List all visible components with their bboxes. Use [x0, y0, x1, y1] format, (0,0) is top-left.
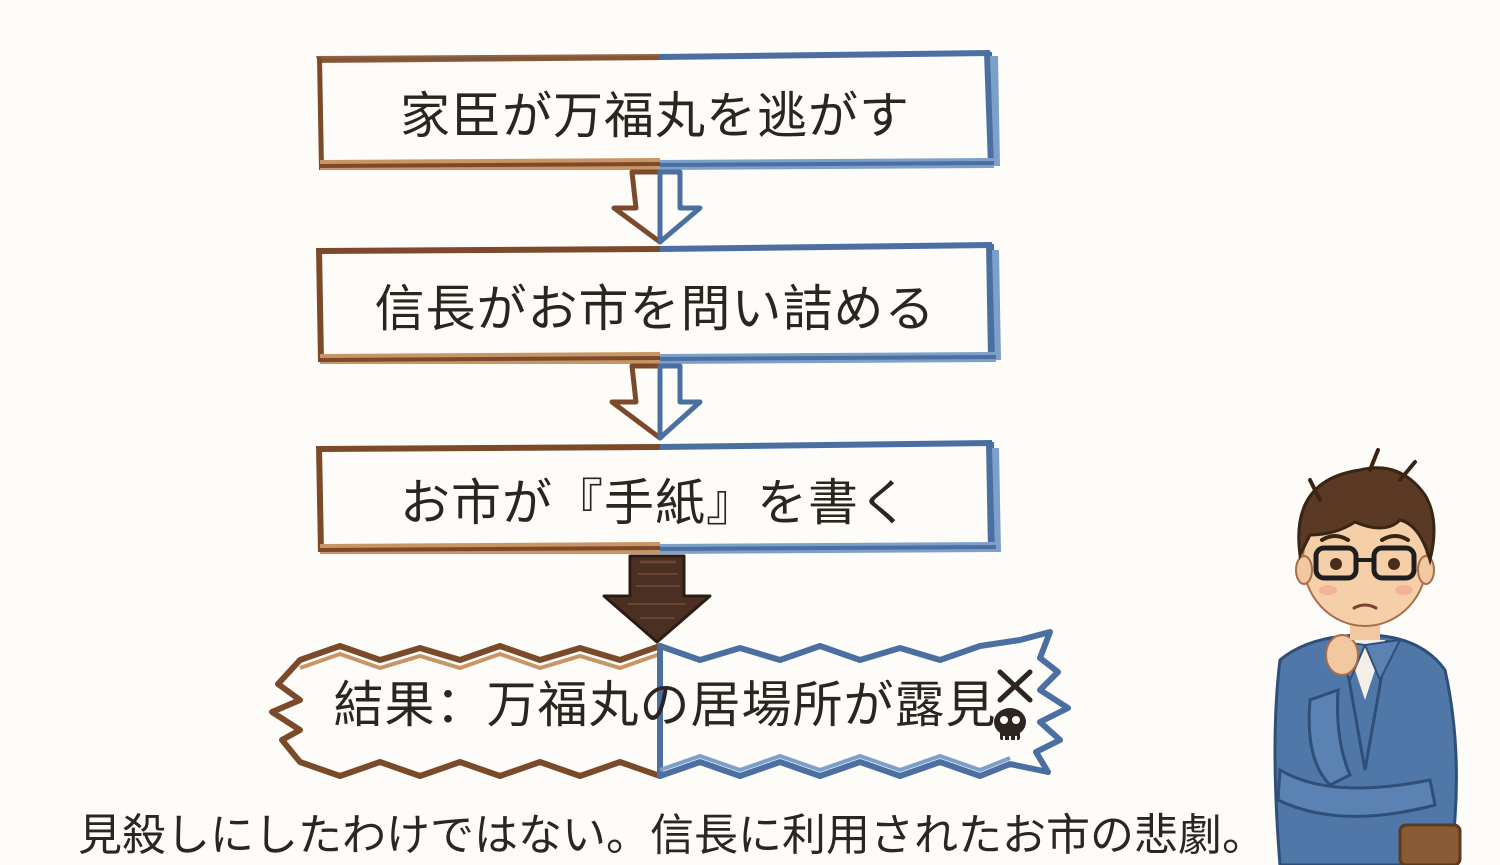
- result-burst: [269, 629, 1071, 779]
- skull-icon: [994, 708, 1026, 740]
- step-box-3: [316, 440, 1001, 554]
- step-1-label: 家臣が万福丸を逃がす: [400, 87, 910, 145]
- arrow-3-dark: [602, 554, 712, 644]
- arrow-2: [609, 363, 703, 441]
- arrow-1: [611, 169, 703, 245]
- result-label: 結果：万福丸の居場所が露見: [333, 676, 997, 734]
- thinking-character-illustration: [1273, 448, 1462, 865]
- caption-text: 見殺しにしたわけではない。信長に利用されたお市の悲劇。: [78, 810, 1266, 861]
- cross-mark-icon: [997, 669, 1033, 703]
- step-box-1: [316, 50, 1000, 170]
- step-3-label: お市が『手紙』を書く: [400, 474, 910, 532]
- step-2-label: 信長がお市を問い詰める: [374, 280, 936, 338]
- step-box-2: [316, 242, 1001, 364]
